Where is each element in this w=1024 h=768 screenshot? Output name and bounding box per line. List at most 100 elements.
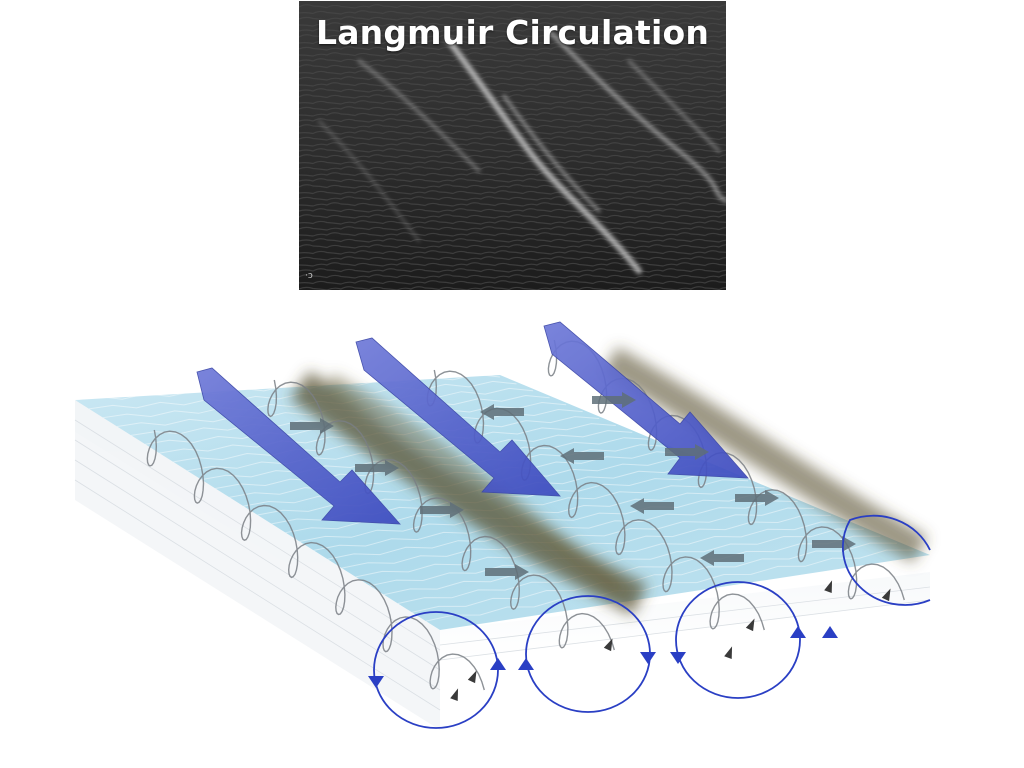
wave-line [299, 112, 726, 117]
wave-line [299, 166, 726, 171]
surface-flow-arrow [290, 418, 334, 434]
particle-1 [450, 688, 459, 702]
ripple-line [383, 528, 864, 596]
ripple-line [327, 500, 798, 560]
ripple-line [229, 451, 682, 498]
helix-path-2 [267, 379, 615, 651]
particle-markers [450, 580, 891, 702]
foam-streak-1b [326, 373, 625, 596]
wind-arrow-1 [196, 367, 401, 525]
depth-grid [74, 419, 931, 711]
wave-line [299, 178, 726, 183]
wave-line [299, 286, 726, 290]
foam-streak-2 [602, 346, 928, 563]
wave-line [299, 16, 726, 21]
particle-7 [824, 580, 833, 594]
surface-flow-arrow [355, 460, 399, 476]
wave-line [299, 172, 726, 177]
wave-line [299, 4, 726, 9]
ripple-line [341, 507, 815, 569]
surface-flow-arrow [485, 564, 529, 580]
wave-line [299, 196, 726, 201]
foam-streak-1 [290, 370, 648, 616]
wave-line [299, 28, 726, 33]
wave-line [299, 238, 726, 243]
sea-surface-photo: ·ɔ Langmuir Circulation [299, 1, 726, 290]
wave-line [299, 46, 726, 51]
wave-line [299, 184, 726, 189]
langmuir-diagram [74, 321, 931, 730]
wave-line [299, 142, 726, 147]
surface-flow-arrow [560, 448, 604, 464]
wave-line [299, 268, 726, 273]
wave-line [299, 232, 726, 237]
surface-flow-arrow [812, 536, 856, 552]
circulation-roll-4 [842, 514, 931, 606]
wave-line [299, 76, 726, 81]
wave-line [299, 40, 726, 45]
wind-arrow-2 [355, 337, 561, 497]
surface-flow-arrows [290, 392, 856, 580]
wave-line [299, 262, 726, 267]
wave-line [299, 52, 726, 57]
surface-flow-arrow [420, 502, 464, 518]
roll-arrowhead-up-4 [822, 626, 838, 638]
helix-path-1 [146, 429, 485, 691]
circulation-roll-3 [675, 581, 801, 699]
wave-line [299, 58, 726, 63]
foam-streaks [290, 346, 928, 616]
wave-line [299, 160, 726, 165]
wave-line [299, 88, 726, 93]
particle-2 [467, 670, 477, 684]
slide-title: Langmuir Circulation [315, 13, 710, 52]
wave-line [299, 190, 726, 195]
particle-4 [724, 646, 733, 660]
surface-flow-arrow [592, 392, 636, 408]
ripple-line [397, 535, 881, 604]
surface-flow-arrow [480, 404, 524, 420]
wave-line [299, 226, 726, 231]
water-column-front [75, 400, 440, 730]
roll-arrowhead-down-2 [640, 652, 656, 664]
wave-line [299, 244, 726, 249]
wave-line [299, 280, 726, 285]
wave-line [299, 256, 726, 261]
wave-line [299, 22, 726, 27]
wind-arrows [196, 321, 749, 525]
wave-line [299, 154, 726, 159]
ripple-line [369, 521, 848, 587]
wave-line [299, 202, 726, 207]
wave-line [299, 70, 726, 75]
wave-line [299, 118, 726, 123]
surface-flow-arrow [700, 550, 744, 566]
ripple-line [355, 514, 831, 578]
particle-3 [603, 638, 613, 652]
wave-line [299, 64, 726, 69]
ripple-line [425, 549, 914, 622]
wave-line [299, 10, 726, 15]
wave-line [299, 250, 726, 255]
roll-arrowhead-up-1 [490, 658, 506, 670]
particle-6 [881, 588, 891, 602]
roll-direction-markers [368, 626, 838, 688]
photo-mark: ·ɔ [305, 271, 313, 281]
ripple-line [74, 373, 501, 401]
ocean-photo-image: ·ɔ [299, 1, 726, 290]
wave-line [299, 148, 726, 153]
roll-arrowhead-up-3 [790, 626, 806, 638]
roll-arrowhead-down-1 [368, 676, 384, 688]
particle-5 [745, 618, 755, 632]
surface-flow-arrow [735, 490, 779, 506]
roll-arrowhead-up-2 [518, 658, 534, 670]
surface-flow-arrow [665, 444, 709, 460]
wave-line [299, 274, 726, 279]
wave-line [299, 106, 726, 111]
wave-line [299, 214, 726, 219]
wave-line [299, 220, 726, 225]
wave-line [299, 100, 726, 105]
wave-line [299, 34, 726, 39]
surface-flow-arrow [630, 498, 674, 514]
roll-arrowhead-down-3 [670, 652, 686, 664]
wind-arrow-3 [543, 321, 749, 479]
